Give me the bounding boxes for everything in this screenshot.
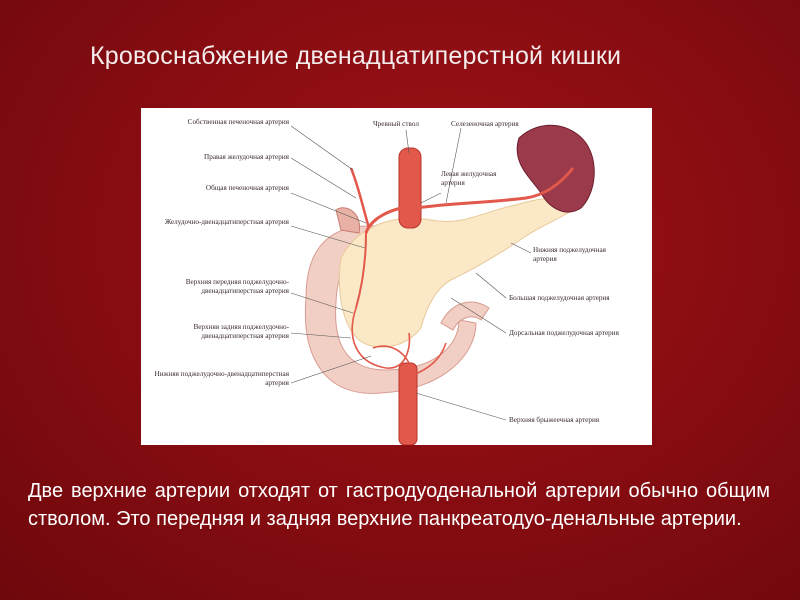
leader-lines [290,125,532,421]
label-hepatic-common: Общая печеночная артерия [205,184,289,192]
label-sup-ant-pd: Верхняя передняя поджелудочно-двенадцати… [185,278,289,295]
pancreaticoduodenal-arcade [351,307,411,369]
sma-branch-1 [372,345,410,364]
label-gastric-right: Правая желудочная артерия [204,153,289,161]
label-sup-post-pd: Верхняя задняя поджелудочно-двенадцатипе… [193,323,289,340]
slide-title: Кровоснабжение двенадцатиперстной кишки [90,42,622,70]
label-splenic: Селезеночная артерия [451,120,519,128]
label-great-pancreatic: Большая поджелудочная артерия [509,294,610,302]
jejunum-shape [440,301,490,331]
splenic-artery [415,167,575,210]
label-inf-pancreatic: Нижняя поджелудочная артерия [533,246,606,263]
label-gastroduodenal: Желудочно-двенадцатиперстная артерия [164,218,289,226]
label-inf-pd: Нижняя поджелудочно-двенадцатиперстная а… [154,370,289,387]
label-sup-mesenteric: Верхняя брыжеечная артерия [509,416,600,424]
duodenal-bulb [335,207,361,234]
pancreas-shape [338,198,574,348]
sma-shape [398,362,418,445]
sma-branch-2 [410,342,447,377]
aorta-shape [398,147,422,229]
label-dorsal-pancreatic: Дорсальная поджелудочная артерия [509,329,619,337]
slide-body-text: Две верхние артерии отходят от гастродуо… [28,480,770,530]
label-hepatic-proper: Собственная печеночная артерия [187,118,289,126]
label-gastric-left: Левая желудочная артерия [441,170,497,187]
label-celiac-trunk: Чревный ствол [373,120,419,128]
spleen-shape [516,124,595,213]
anatomy-figure: Собственная печеночная артерия Правая же… [141,108,652,445]
gastroduodenal-artery [355,232,367,309]
anatomy-illustration [290,124,595,445]
common-hepatic-artery [364,206,402,234]
hepatic-proper-artery [349,167,371,229]
